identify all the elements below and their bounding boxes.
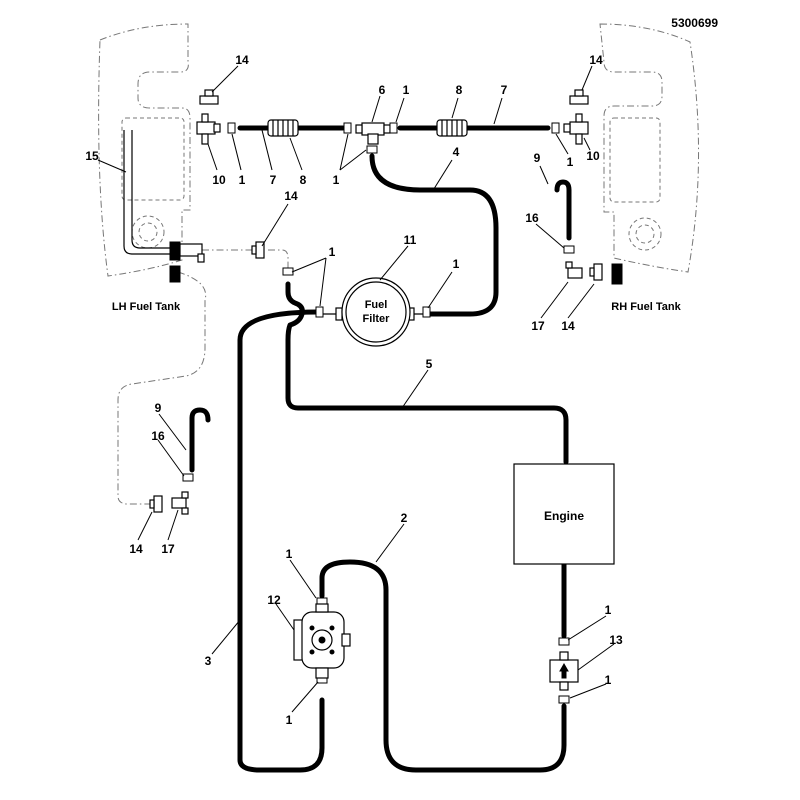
callout-1: 1 [403, 83, 410, 97]
callout-1: 1 [567, 155, 574, 169]
standpipe-hose [123, 130, 172, 255]
fuel-pump [293, 603, 351, 679]
filter-label-2: Filter [363, 313, 391, 325]
callout-14: 14 [235, 53, 249, 67]
hose-3 [237, 309, 325, 773]
callout-12: 12 [267, 593, 281, 607]
inline-screen-right [436, 119, 468, 137]
callout-9: 9 [534, 151, 541, 165]
callout-8: 8 [456, 83, 463, 97]
lh-tank-label: LH Fuel Tank [112, 301, 181, 313]
cap-lh-mid [251, 241, 265, 259]
callout-14: 14 [284, 189, 298, 203]
callout-17: 17 [161, 542, 175, 556]
callout-13: 13 [609, 633, 623, 647]
callout-7: 7 [501, 83, 508, 97]
hose-2 [319, 559, 567, 773]
engine: Engine [513, 463, 615, 565]
callout-1: 1 [605, 603, 612, 617]
cap-lh-top [199, 89, 219, 105]
callout-11: 11 [404, 233, 417, 247]
callout-1: 1 [333, 173, 340, 187]
hose-9-right [554, 179, 572, 241]
fuel-filter: Fuel Filter [323, 277, 423, 347]
callout-14: 14 [589, 53, 603, 67]
callout-16: 16 [525, 211, 539, 225]
callout-1: 1 [329, 245, 336, 259]
callout-1: 1 [453, 257, 460, 271]
callout-10: 10 [586, 149, 600, 163]
rh-tank-label: RH Fuel Tank [611, 301, 681, 313]
callout-numbers: 14 15 10 1 7 8 6 1 8 7 14 1 10 9 4 1 16 … [85, 53, 623, 727]
callout-6: 6 [379, 83, 386, 97]
lh-shutoff-valve [196, 113, 221, 145]
callout-5: 5 [426, 357, 433, 371]
alt-routing-lines [117, 249, 289, 505]
callout-1: 1 [286, 547, 293, 561]
hose-9-left [189, 407, 211, 473]
hose-clamps [182, 122, 575, 704]
callout-4: 4 [453, 145, 460, 159]
engine-label: Engine [544, 509, 584, 523]
callout-7: 7 [270, 173, 277, 187]
leader-lines [97, 65, 615, 713]
callout-1: 1 [605, 673, 612, 687]
callout-1: 1 [239, 173, 246, 187]
filter-label-1: Fuel [365, 299, 388, 311]
cap-lh-bottom [149, 495, 163, 513]
callout-17: 17 [531, 319, 545, 333]
lh-fuel-tank [98, 23, 191, 277]
rh-grommet [611, 263, 623, 285]
rh-fuel-tank [599, 23, 699, 273]
elbow-lh [171, 491, 189, 515]
callout-2: 2 [401, 511, 408, 525]
lh-grommet [169, 241, 205, 283]
callout-15: 15 [85, 149, 99, 163]
callout-10: 10 [212, 173, 226, 187]
hose-4 [369, 153, 499, 317]
fuel-tee [355, 122, 391, 145]
callout-14: 14 [561, 319, 575, 333]
fuel-hoses [123, 125, 572, 773]
inline-filter [549, 651, 579, 691]
hose-5 [285, 281, 569, 465]
cap-rh-mid [589, 263, 603, 281]
callout-1: 1 [286, 713, 293, 727]
cap-rh-top [569, 89, 589, 105]
figure-number: 5300699 [671, 16, 718, 30]
callout-3: 3 [205, 654, 212, 668]
callout-9: 9 [155, 401, 162, 415]
inline-screen-left [267, 119, 299, 137]
rh-shutoff-valve [563, 113, 589, 145]
callout-14: 14 [129, 542, 143, 556]
callout-8: 8 [300, 173, 307, 187]
callout-16: 16 [151, 429, 165, 443]
elbow-rh [565, 261, 583, 279]
